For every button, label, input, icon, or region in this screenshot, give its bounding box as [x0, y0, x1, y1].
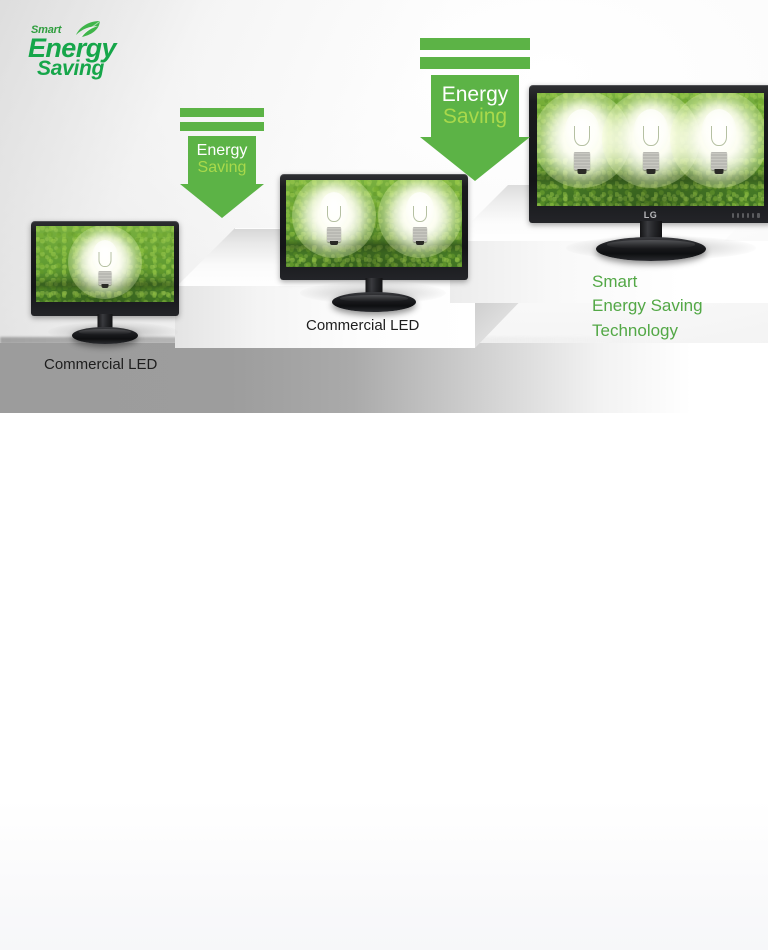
arrow-head [180, 184, 264, 218]
lg-logo: LG [643, 210, 658, 220]
step-label-ground: Commercial LED [44, 356, 158, 373]
tech-line-2: Energy Saving [592, 296, 703, 316]
smart-energy-saving-technology-text: Smart Energy Saving Technology [592, 270, 703, 343]
monitor-middle-base [332, 292, 416, 312]
hero-banner: LG Energy Saving Energy Saving Com [0, 0, 768, 413]
monitor-right: LG [529, 85, 768, 261]
monitor-left-neck [97, 314, 113, 331]
arrow-head [420, 137, 530, 181]
arrow-bar [180, 108, 264, 117]
arrow-bar [420, 57, 530, 69]
page-body-empty-area [0, 413, 768, 950]
logo-saving-text: Saving [37, 57, 105, 80]
arrow-label-saving: Saving [197, 159, 247, 176]
monitor-left-base [72, 327, 138, 344]
monitor-middle [280, 174, 468, 312]
arrow-label-energy: Energy [196, 142, 248, 160]
arrow-label-saving: Saving [442, 105, 508, 128]
smart-energy-saving-logo: Smart Energy Saving [28, 20, 153, 80]
leaf-icon [72, 20, 102, 45]
monitor-control-buttons[interactable] [732, 213, 760, 218]
arrow-energy-saving-large: Energy Saving [420, 38, 530, 181]
step-label-middle: Commercial LED [306, 317, 420, 334]
step-middle-face [175, 286, 475, 348]
tech-line-1: Smart [592, 272, 638, 291]
ground-plate [0, 343, 768, 413]
logo-energy-text: Energy [28, 33, 117, 63]
monitor-left [31, 221, 179, 344]
arrow-bar [420, 38, 530, 50]
monitor-right-base [595, 237, 706, 261]
logo-smart-text: Smart [31, 24, 62, 36]
arrow-energy-saving-small: Energy Saving [180, 108, 264, 218]
arrow-bar [180, 122, 264, 131]
tech-line-3: Technology [592, 320, 679, 340]
arrow-label-energy: Energy [441, 83, 509, 107]
arrow-body: Energy Saving [188, 136, 256, 184]
arrow-body: Energy Saving [431, 75, 519, 137]
